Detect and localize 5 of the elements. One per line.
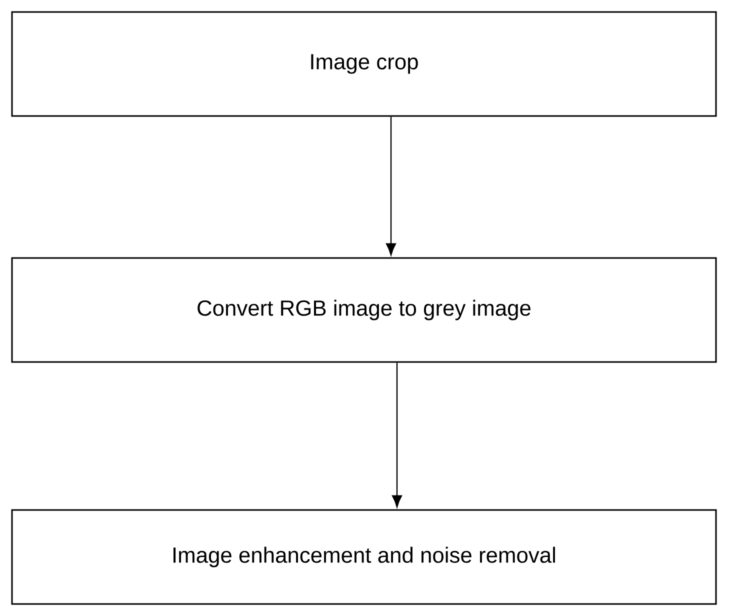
process-box: Convert RGB image to grey image	[11, 257, 717, 363]
process-box: Image crop	[11, 11, 717, 117]
arrow	[386, 116, 396, 256]
arrow	[392, 362, 402, 508]
process-box: Image enhancement and noise removal	[11, 509, 717, 605]
